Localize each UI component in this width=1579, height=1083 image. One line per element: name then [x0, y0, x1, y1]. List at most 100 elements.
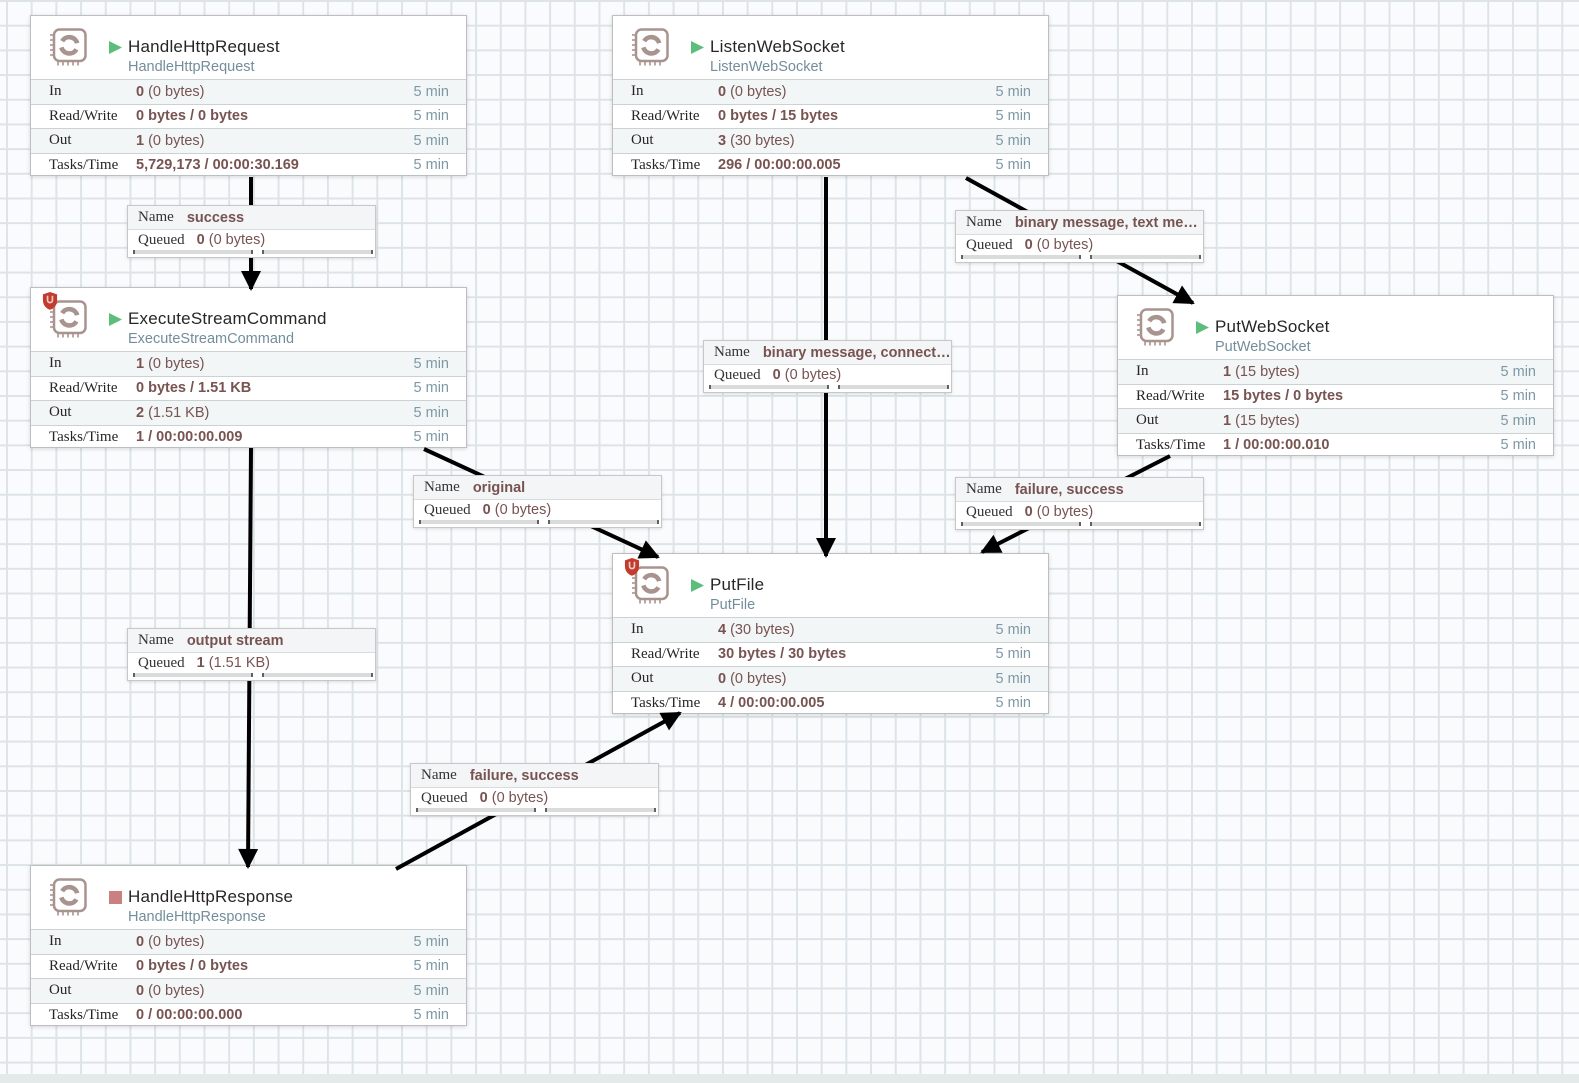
stat-value: 0 bytes / 15 bytes: [718, 108, 839, 125]
stat-label: Read/Write: [631, 107, 700, 124]
stat-label: Read/Write: [1136, 387, 1205, 404]
backpressure-object-bar: [133, 673, 253, 677]
stat-time-window: 5 min: [413, 1007, 449, 1024]
backpressure-size-bar: [545, 808, 656, 812]
stat-value: 1 / 00:00:00.009: [136, 429, 243, 446]
stat-label: In: [49, 933, 62, 950]
run-state-running-icon: [691, 578, 704, 592]
stat-value: 296 / 00:00:00.005: [718, 157, 841, 174]
queued-key: Queued: [966, 503, 1013, 520]
run-state-running-icon: [109, 40, 122, 54]
stat-value: 1 (0 bytes): [136, 355, 205, 372]
stat-time-window: 5 min: [995, 646, 1031, 663]
queued-key: Queued: [424, 501, 471, 518]
queued-count: 0 (0 bytes): [772, 367, 842, 383]
stat-value: 0 (0 bytes): [136, 933, 205, 950]
backpressure-object-bar: [419, 520, 539, 524]
backpressure-object-bar: [709, 385, 829, 389]
queued-key: Queued: [138, 231, 185, 248]
restricted-shield-icon: [42, 292, 58, 310]
stat-value: 1 (0 bytes): [136, 132, 205, 149]
stat-time-window: 5 min: [1500, 363, 1536, 380]
stat-time-window: 5 min: [413, 982, 449, 999]
processor-type: ListenWebSocket: [710, 59, 823, 75]
backpressure-object-bar: [961, 522, 1081, 526]
stat-time-window: 5 min: [995, 695, 1031, 712]
connection-name: output stream: [186, 632, 284, 649]
stat-time-window: 5 min: [413, 380, 449, 397]
connection-name: failure, success: [469, 767, 579, 784]
stat-row-in: In 0 (0 bytes) 5 min: [31, 929, 466, 954]
stat-time-window: 5 min: [995, 132, 1031, 149]
stat-label: Out: [49, 982, 72, 999]
processor-type: ExecuteStreamCommand: [128, 331, 295, 347]
stat-value: 30 bytes / 30 bytes: [718, 646, 847, 663]
stat-time-window: 5 min: [995, 621, 1031, 638]
restricted-shield-icon: [624, 558, 640, 576]
stat-time-window: 5 min: [413, 108, 449, 125]
stat-time-window: 5 min: [413, 933, 449, 950]
stat-value: 4 / 00:00:00.005: [718, 695, 825, 712]
stat-time-window: 5 min: [413, 429, 449, 446]
stat-time-window: 5 min: [1500, 388, 1536, 405]
stat-label: In: [1136, 363, 1149, 380]
stat-label: In: [631, 83, 644, 100]
run-state-running-icon: [1196, 320, 1209, 334]
backpressure-bars: [956, 255, 1203, 263]
stat-row-read-write: Read/Write 0 bytes / 15 bytes 5 min: [613, 103, 1048, 129]
processor-title: HandleHttpRequest: [128, 37, 280, 56]
stat-time-window: 5 min: [995, 670, 1031, 687]
run-state-running-icon: [109, 312, 122, 326]
processor-title: PutWebSocket: [1215, 317, 1330, 336]
connection-name: binary message, connect…: [762, 344, 951, 361]
processor-type: PutWebSocket: [1215, 339, 1311, 355]
backpressure-size-bar: [262, 673, 373, 677]
stat-time-window: 5 min: [995, 108, 1031, 125]
backpressure-size-bar: [548, 520, 659, 524]
name-key: Name: [424, 479, 460, 495]
backpressure-bars: [128, 250, 375, 258]
queued-key: Queued: [714, 366, 761, 383]
stat-value: 0 bytes / 0 bytes: [136, 958, 249, 975]
stat-label: Read/Write: [49, 107, 118, 124]
stat-value: 1 (15 bytes): [1223, 363, 1300, 380]
stat-value: 2 (1.51 KB): [136, 404, 210, 421]
connection-name: failure, success: [1014, 481, 1124, 498]
stat-value: 0 bytes / 0 bytes: [136, 108, 249, 125]
processor-title: ExecuteStreamCommand: [128, 309, 327, 328]
name-key: Name: [421, 767, 457, 783]
queued-count: 1 (1.51 KB): [196, 655, 271, 671]
stat-value: 1 / 00:00:00.010: [1223, 437, 1330, 454]
stat-time-window: 5 min: [413, 132, 449, 149]
